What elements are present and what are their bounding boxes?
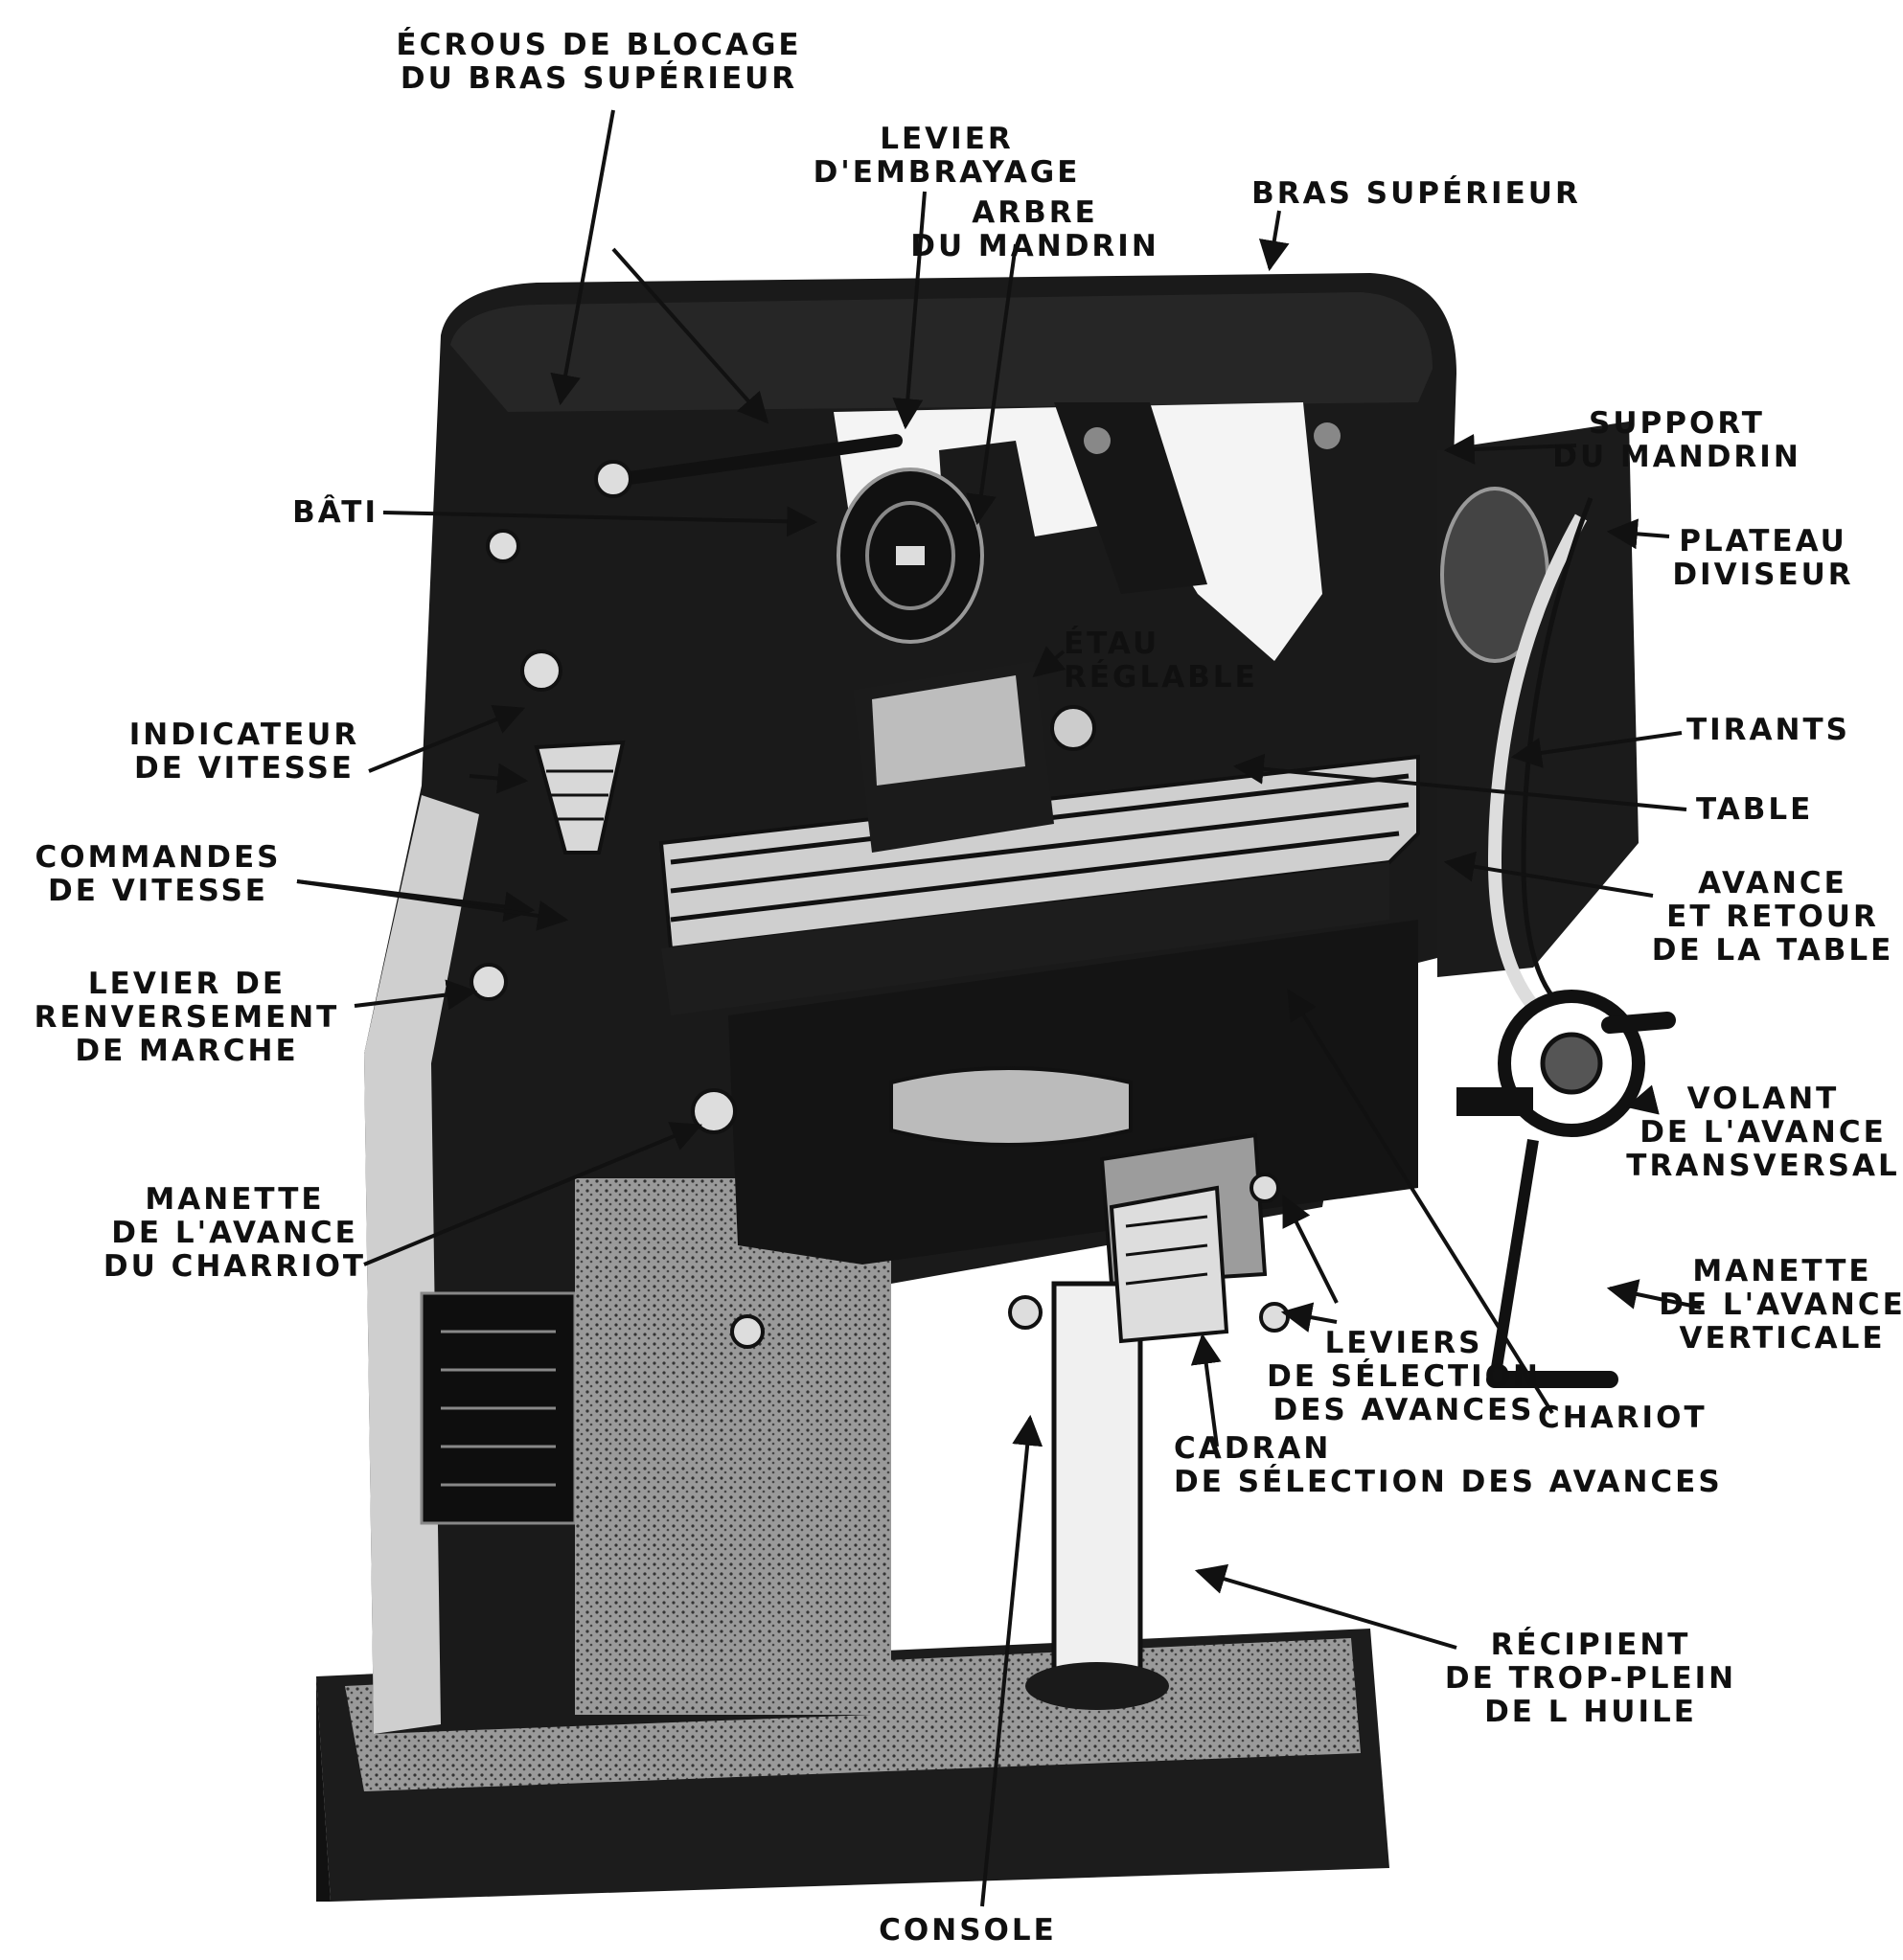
vise — [853, 661, 1096, 853]
label-table: TABLE — [1696, 792, 1814, 827]
leader-lines — [296, 109, 1702, 1907]
clutch-lever — [616, 434, 903, 486]
label-console: CONSOLE — [879, 1913, 1057, 1948]
spindle-disc — [837, 467, 984, 644]
dividing-head — [1437, 422, 1639, 1011]
speed-indicator — [534, 740, 626, 855]
label-bati: BÂTI — [292, 495, 378, 530]
feed-dial — [1109, 1173, 1290, 1344]
control-knobs — [470, 529, 1043, 1349]
overarm-window — [834, 402, 1341, 661]
handwheel-cross — [1456, 990, 1676, 1137]
vertical-crank — [1486, 1139, 1618, 1388]
label-tirants: TIRANTS — [1686, 713, 1850, 747]
worktable — [658, 754, 1420, 1015]
label-bras-superieur: BRAS SUPÉRIEUR — [1251, 176, 1581, 211]
label-chariot: CHARIOT — [1538, 1401, 1708, 1435]
elevating-screw — [1025, 1281, 1169, 1710]
